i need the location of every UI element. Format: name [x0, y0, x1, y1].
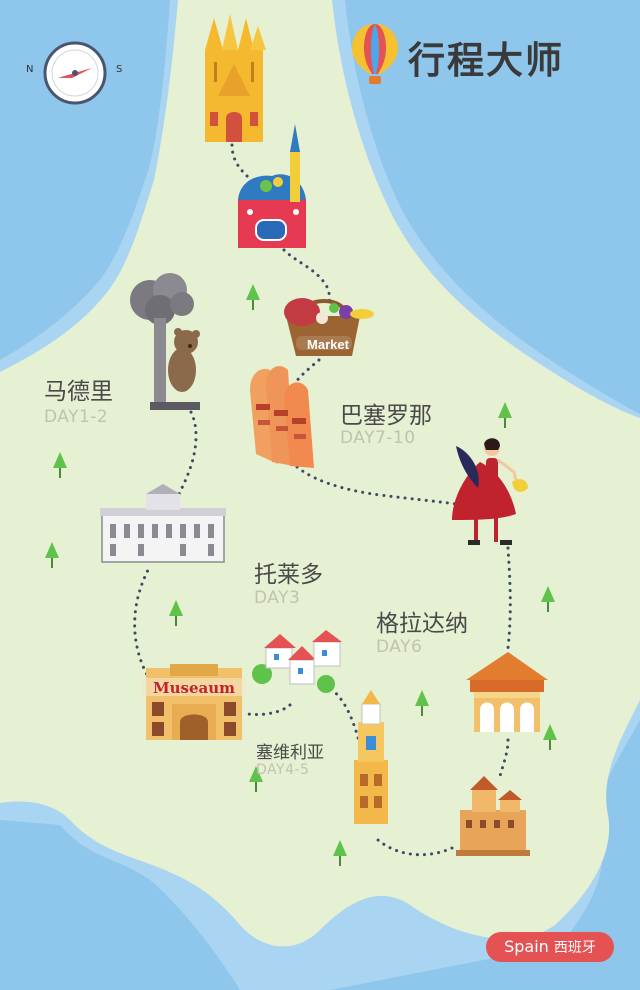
trees [45, 284, 557, 866]
tree-icon [53, 452, 67, 478]
country-badge: Spain 西班牙 [486, 932, 614, 962]
city-name-seville: 塞维利亚 [256, 743, 324, 763]
brand-header: 行程大师 [352, 22, 622, 86]
route-segment [290, 460, 464, 507]
giralda-tower [354, 690, 388, 824]
city-days-granada: DAY6 [376, 637, 423, 657]
royal-palace [100, 484, 226, 563]
prado-museum [142, 664, 246, 740]
tree-icon [541, 586, 555, 612]
tree-icon [333, 840, 347, 866]
bear-and-tree-statue [130, 273, 200, 410]
city-days-toledo: DAY3 [254, 588, 301, 608]
city-days-madrid: DAY1-2 [44, 407, 109, 427]
brand-title: 行程大师 [408, 39, 564, 82]
toledo-village [252, 630, 342, 693]
city-days-seville: DAY4-5 [256, 762, 310, 778]
tree-icon [169, 600, 183, 626]
tree-icon [45, 542, 59, 568]
park-guell-house [238, 124, 306, 248]
tree-icon [498, 402, 512, 428]
compass-south-label: S [116, 64, 123, 75]
tree-icon [246, 284, 260, 310]
tree-icon [543, 724, 557, 750]
flamenco-dancer [452, 438, 528, 545]
sagrada-familia [205, 14, 266, 142]
route-segment [376, 838, 454, 857]
compass-north-label: N [26, 64, 34, 75]
country-badge-zh: 西班牙 [553, 940, 596, 956]
country-badge-en: Spain [504, 937, 549, 956]
city-name-barcelona: 巴塞罗那 [340, 403, 432, 429]
alhambra-pavilion [466, 652, 548, 732]
city-days-barcelona: DAY7-10 [340, 428, 416, 448]
museum-label: Museaum [153, 679, 235, 697]
city-name-madrid: 马德里 [44, 379, 113, 405]
city-name-granada: 格拉达纳 [376, 611, 468, 637]
city-name-toledo: 托莱多 [254, 562, 323, 588]
tree-icon [249, 766, 263, 792]
market-label: Market [307, 337, 350, 352]
balloon-logo-icon [352, 24, 398, 84]
tree-icon [415, 690, 429, 716]
alcazar-castle [456, 776, 530, 856]
casa-mila [250, 366, 314, 468]
route-segment [174, 408, 198, 502]
compass-icon [43, 41, 107, 105]
market-basket [284, 298, 374, 356]
